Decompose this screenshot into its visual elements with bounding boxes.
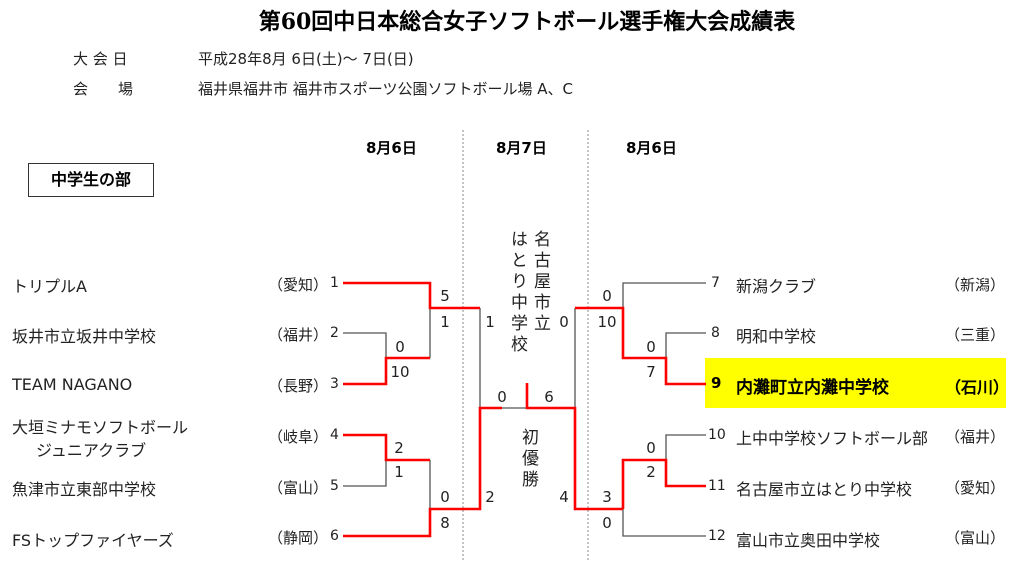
score: 8 [440,514,450,532]
score: 1 [394,463,404,481]
team-name-line2: ジュニアクラブ [36,441,147,460]
score: 10 [597,313,617,331]
team-prefecture: （長野） [268,377,329,395]
team-prefecture: （岐阜） [268,428,329,446]
champion-team-name: 内灘町立内灘中学校 [736,378,889,398]
team-name: 明和中学校 [736,327,817,346]
score: 6 [544,388,554,406]
score: 0 [440,488,450,506]
team-name: 上中中学校ソフトボール部 [736,429,929,448]
team-name: 坂井市立坂井中学校 [12,327,157,346]
team-name: 富山市立奥田中学校 [736,531,881,550]
date-round1-left: 8月6日 [366,139,417,157]
date-label: 大 会 日 [73,50,128,68]
team-prefecture: （愛知） [945,479,1006,497]
score: 2 [485,488,495,506]
score: 0 [646,338,656,356]
team-name: 大垣ミナモソフトボール [12,418,189,437]
score: 2 [394,439,404,457]
team-number: 2 [330,325,339,341]
score: 0 [497,388,507,406]
page-title: 第60回中日本総合女子ソフトボール選手権大会成績表 [258,9,796,35]
score: 4 [559,488,569,506]
team-name: FSトップファイヤーズ [12,531,174,550]
score: 0 [559,313,569,331]
score: 7 [646,363,656,381]
date-value: 平成28年8月 6日(土)～ 7日(日) [198,50,414,68]
champion-name-line1: 名古屋市立 [530,230,550,335]
team-number: 3 [330,376,339,392]
team-prefecture: （福井） [268,326,329,344]
team-number: 5 [330,478,339,494]
team-prefecture: （富山） [268,479,329,497]
score: 0 [602,514,612,532]
score: 1 [440,313,450,331]
score: 3 [602,488,612,506]
team-number: 4 [330,427,339,443]
team-number: 12 [708,528,726,544]
team-number: 11 [708,478,726,494]
score: 0 [602,287,612,305]
score: 1 [485,313,495,331]
score: 0 [395,338,405,356]
team-name: トリプルA [12,277,87,296]
venue-value: 福井県福井市 福井市スポーツ公園ソフトボール場 A、C [198,80,573,98]
team-prefecture: （愛知） [268,276,329,294]
venue-label: 会 場 [73,80,134,98]
team-prefecture: （福井） [945,428,1006,446]
team-prefecture: （石川） [945,378,1010,397]
score: 0 [646,439,656,457]
champion-highlight [705,358,1006,408]
date-final: 8月7日 [496,139,547,157]
score: 5 [440,287,450,305]
score: 2 [646,463,656,481]
team-number: 1 [330,275,339,291]
team-name: 名古屋市立はとり中学校 [736,480,913,499]
division-label: 中学生の部 [28,163,154,197]
team-prefecture: （新潟） [945,276,1006,294]
team-name: TEAM NAGANO [12,375,133,394]
first-championship-label: 初優勝 [518,428,538,491]
champion-name-line2: はとり中学校 [507,230,527,356]
team-number: 6 [330,528,339,544]
score: 10 [390,363,410,381]
date-round1-right: 8月6日 [626,139,677,157]
team-number: 9 [711,374,722,392]
team-number: 8 [711,325,720,341]
team-number: 10 [708,427,726,443]
team-prefecture: （静岡） [268,529,329,547]
bracket-lines-won [343,281,706,538]
team-prefecture: （三重） [945,326,1006,344]
team-number: 7 [711,275,720,291]
bracket-lines-lost [343,282,706,537]
team-name: 魚津市立東部中学校 [12,480,157,499]
team-name: 新潟クラブ [736,277,817,296]
team-prefecture: （富山） [945,529,1006,547]
